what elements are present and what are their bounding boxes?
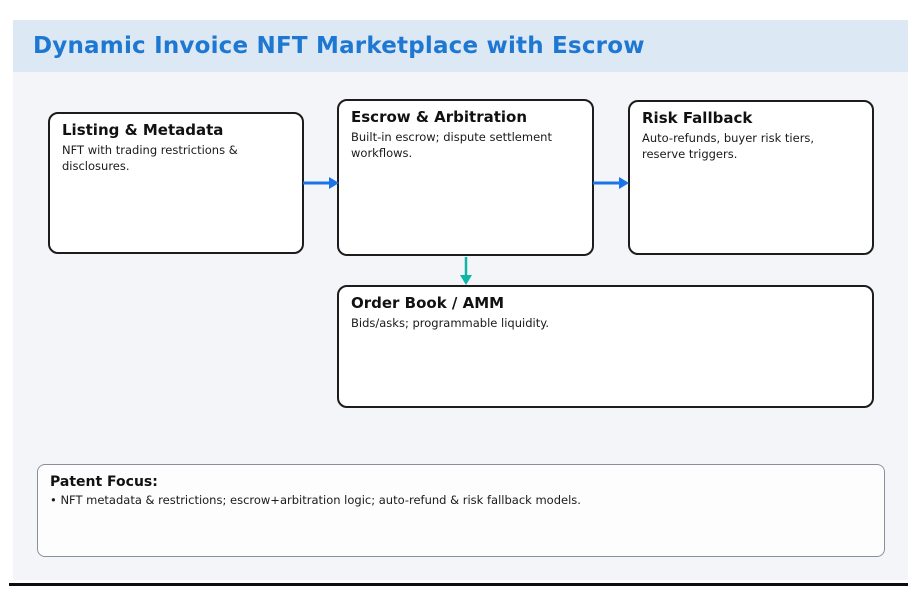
node-description-line: disclosures.	[62, 158, 130, 173]
bottom-divider	[9, 583, 908, 586]
patent-focus-note: Patent Focus: • NFT metadata & restricti…	[37, 464, 885, 557]
note-title: Patent Focus:	[50, 474, 158, 490]
node-title: Order Book / AMM	[351, 294, 505, 312]
node-description: Bids/asks; programmable liquidity.	[351, 316, 860, 332]
flow-arrow-listing-to-escrow	[303, 177, 339, 189]
node-title: Escrow & Arbitration	[351, 108, 528, 126]
note-body: • NFT metadata & restrictions; escrow+ar…	[50, 493, 581, 507]
node-risk-fallback: Risk Fallback Auto-refunds, buyer risk t…	[628, 100, 874, 255]
node-description-line: Bids/asks; programmable liquidity.	[351, 316, 550, 330]
node-title: Listing & Metadata	[62, 121, 224, 139]
node-description: NFT with trading restrictions & disclosu…	[62, 143, 290, 174]
node-description-line: Auto-refunds, buyer risk tiers,	[642, 131, 815, 145]
node-listing-metadata: Listing & Metadata NFT with trading rest…	[48, 112, 304, 254]
node-order-book-amm: Order Book / AMM Bids/asks; programmable…	[337, 285, 874, 408]
flow-arrow-escrow-to-risk	[593, 177, 629, 189]
node-escrow-arbitration: Escrow & Arbitration Built-in escrow; di…	[337, 99, 594, 256]
node-title: Risk Fallback	[642, 109, 753, 127]
node-description: Auto-refunds, buyer risk tiers, reserve …	[642, 131, 860, 162]
node-description-line: NFT with trading restrictions &	[62, 143, 238, 157]
node-description: Built-in escrow; dispute settlement work…	[351, 130, 580, 161]
title-band	[13, 20, 908, 72]
node-description-line: workflows.	[351, 145, 413, 160]
node-description-line: Built-in escrow; dispute settlement	[351, 130, 552, 144]
node-description-line: reserve triggers.	[642, 146, 738, 161]
branch-arrow-escrow-to-orderbook	[460, 257, 472, 285]
page-title: Dynamic Invoice NFT Marketplace with Esc…	[33, 33, 645, 59]
